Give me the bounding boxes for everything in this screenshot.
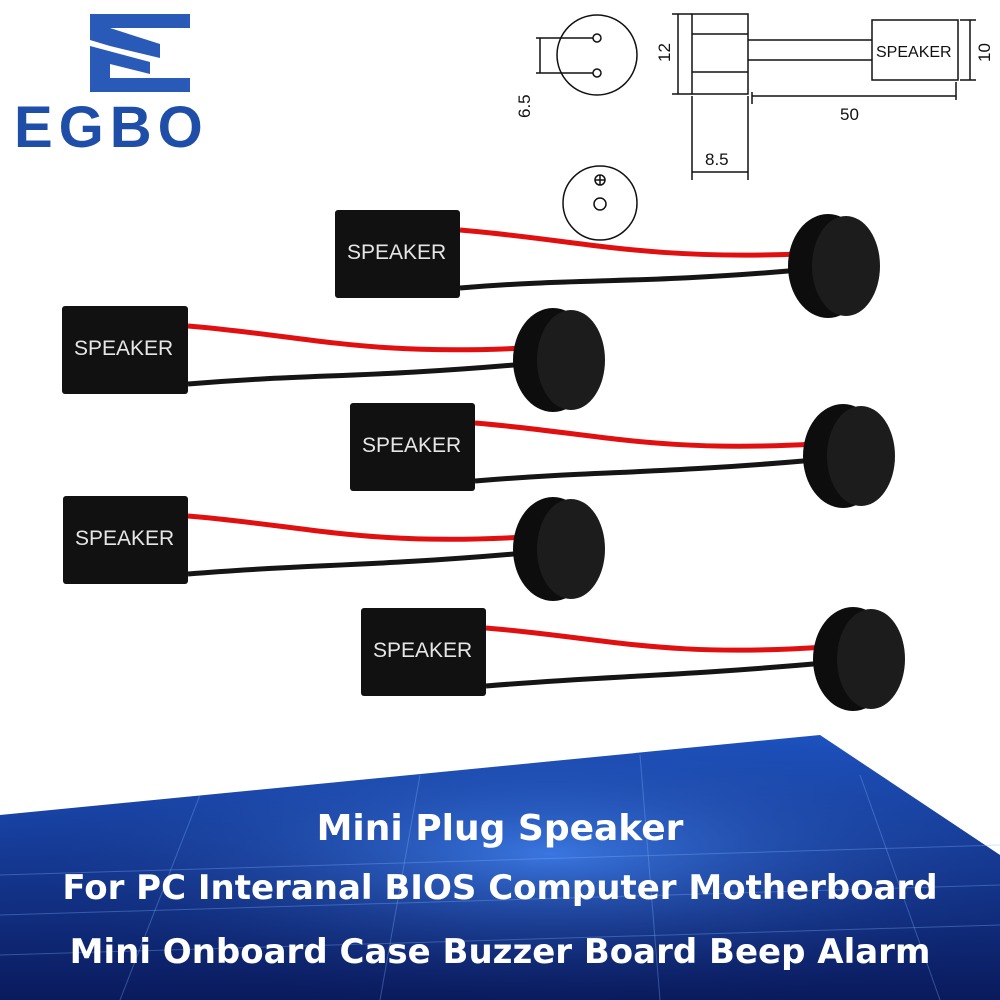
black-wire bbox=[187, 550, 526, 577]
dim-label-height-label: 10 bbox=[975, 43, 994, 62]
red-wire bbox=[187, 323, 526, 353]
dim-body-width-label: 8.5 bbox=[705, 150, 729, 169]
egbo-logo-icon bbox=[90, 14, 190, 92]
dim-height-label: 12 bbox=[655, 43, 674, 62]
red-wire bbox=[459, 227, 801, 258]
banner-title-line3: Mini Onboard Case Buzzer Board Beep Alar… bbox=[69, 932, 931, 972]
buzzer-face bbox=[827, 406, 895, 506]
banner-title-line1: Mini Plug Speaker bbox=[316, 808, 684, 849]
dimension-diagram: 6.5 12 10 50 8.5 SPEAKER bbox=[515, 13, 994, 241]
speaker-connector-label: SPEAKER bbox=[362, 434, 462, 457]
connector-housing bbox=[63, 496, 188, 584]
banner-title-line2: For PC Interanal BIOS Computer Motherboa… bbox=[62, 868, 938, 908]
connector-housing bbox=[350, 403, 475, 491]
speaker-connector-label: SPEAKER bbox=[75, 527, 175, 550]
banner-background bbox=[0, 735, 1000, 1000]
speaker-connector-label: SPEAKER bbox=[373, 639, 473, 662]
speaker-connector-label: SPEAKER bbox=[74, 337, 174, 360]
dim-diameter-label: 6.5 bbox=[515, 94, 534, 118]
red-wire bbox=[474, 420, 816, 449]
connector-housing bbox=[62, 306, 188, 394]
speaker-connector-label: SPEAKER bbox=[347, 241, 447, 264]
brand-wordmark: EGBO bbox=[14, 95, 209, 160]
connector-housing bbox=[335, 210, 460, 298]
black-wire bbox=[187, 361, 526, 387]
diagram-speaker-label: SPEAKER bbox=[876, 44, 952, 61]
buzzer-face bbox=[537, 499, 605, 599]
black-wire bbox=[459, 267, 801, 291]
buzzer-face bbox=[812, 216, 880, 316]
connector-housing bbox=[361, 608, 486, 696]
dim-cable-length-label: 50 bbox=[840, 105, 859, 124]
buzzer-face bbox=[837, 609, 905, 709]
black-wire bbox=[474, 457, 816, 484]
red-wire bbox=[187, 513, 526, 542]
black-wire bbox=[485, 660, 826, 689]
red-wire bbox=[485, 625, 826, 653]
buzzer-face bbox=[537, 310, 605, 410]
